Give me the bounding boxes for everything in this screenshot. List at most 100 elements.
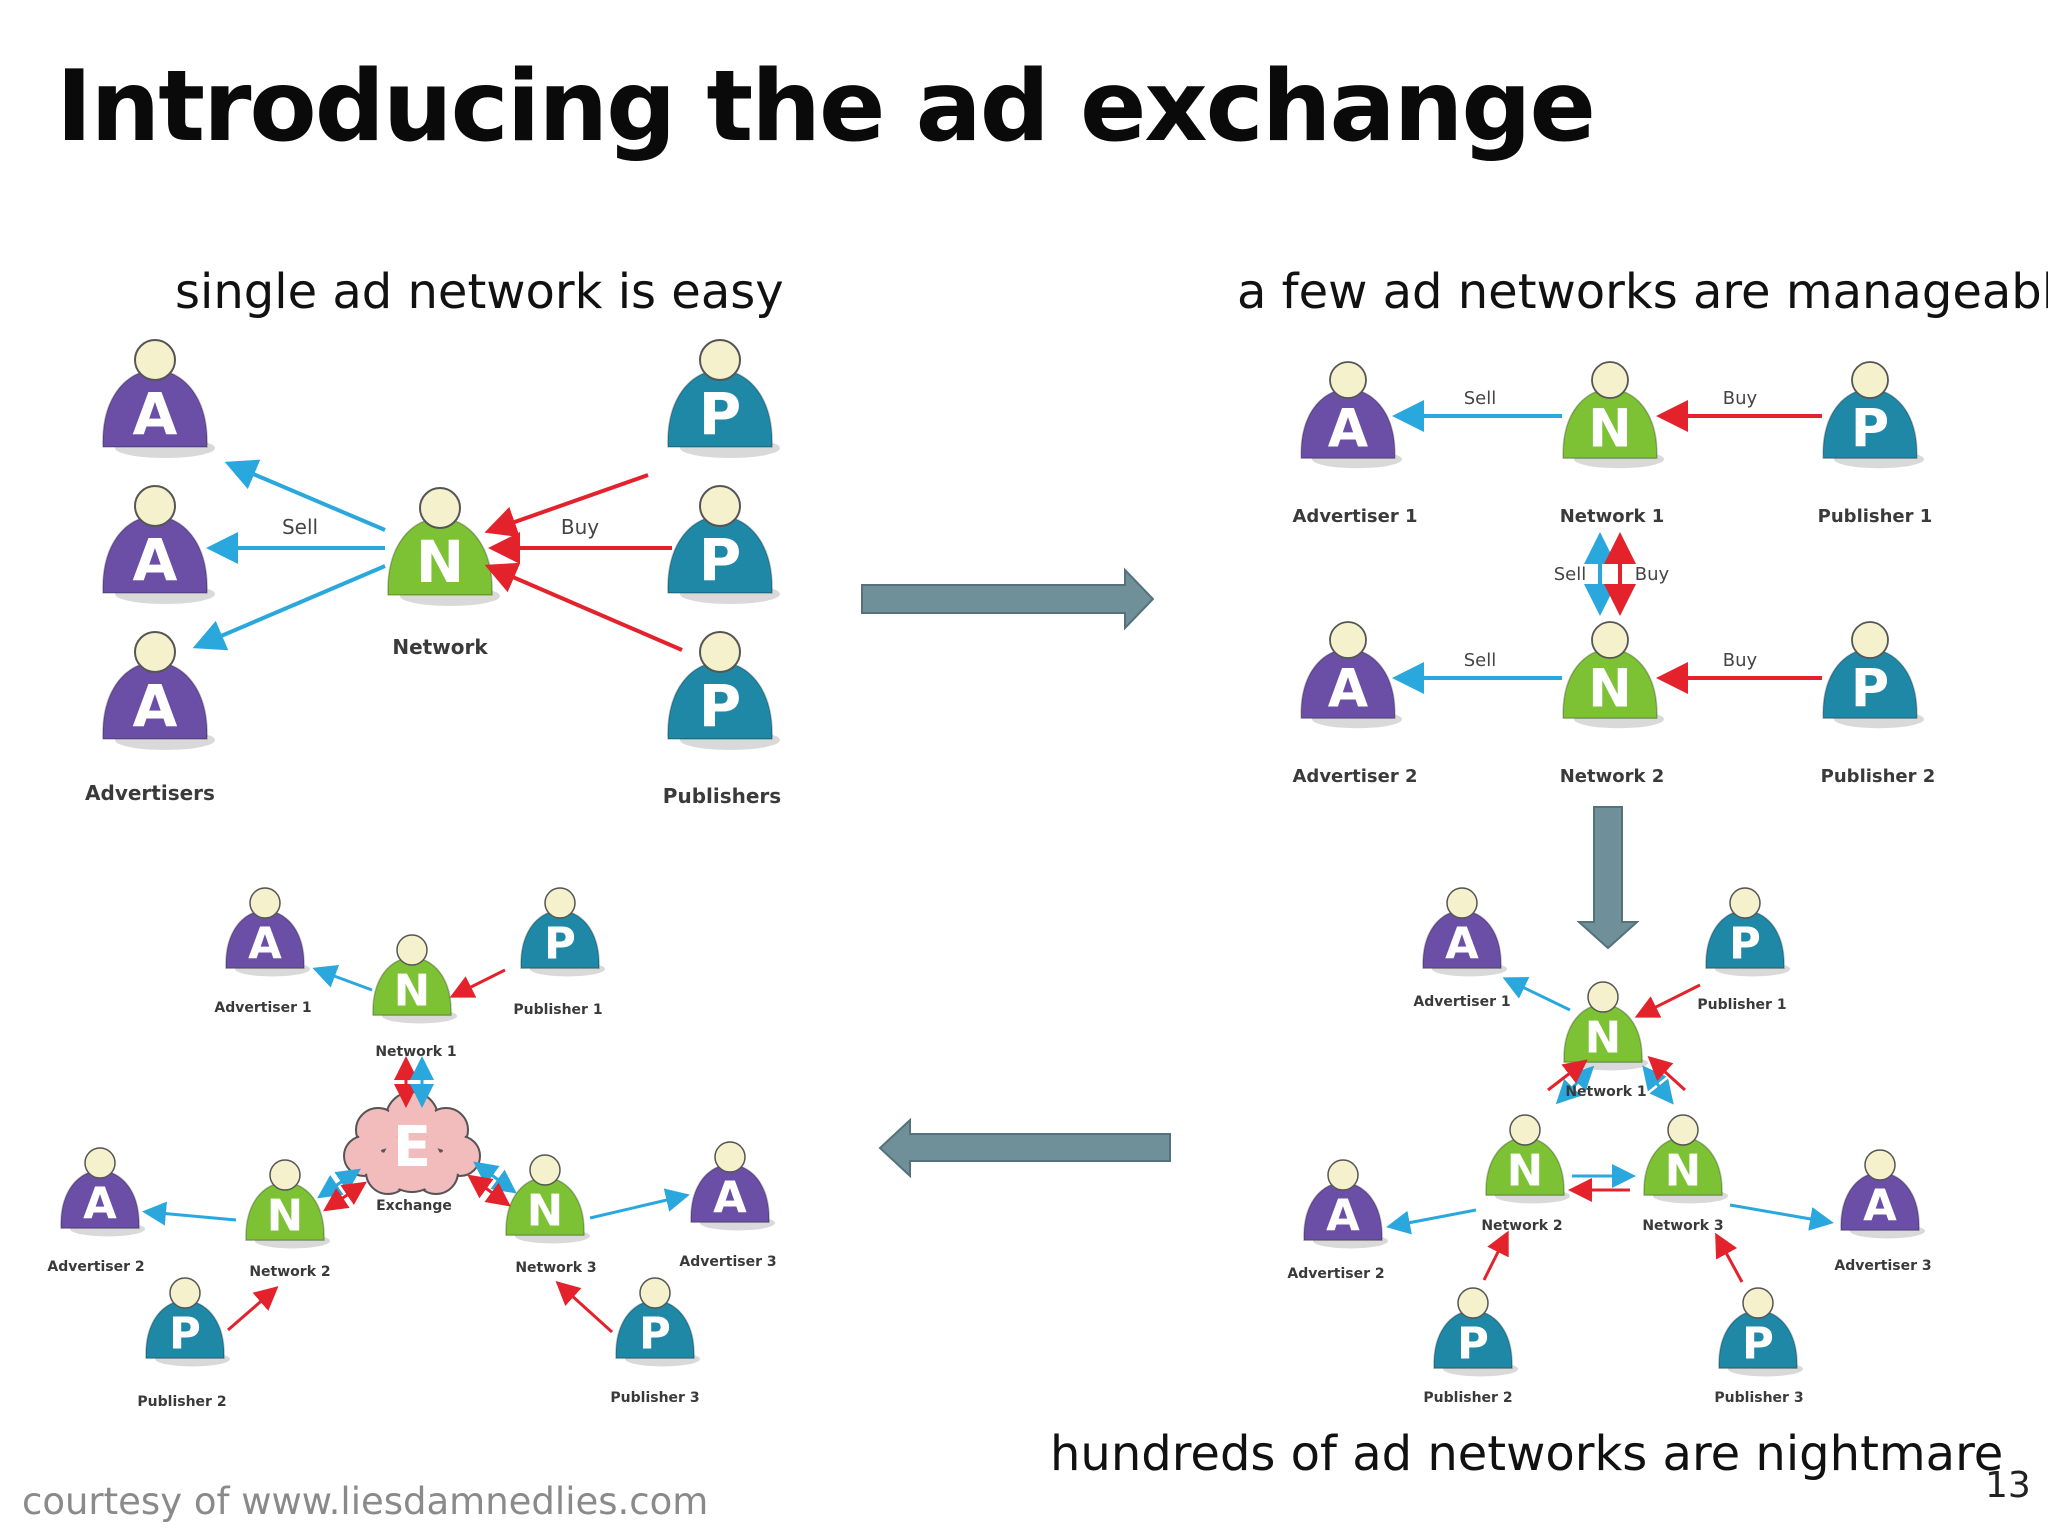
buy-arrow-3 xyxy=(484,562,683,652)
sell-label-2: Sell xyxy=(1464,650,1497,671)
network-2-label: Network 2 xyxy=(1481,1218,1562,1234)
network-2-label: Network 2 xyxy=(1560,766,1665,787)
publisher-figure-3: P xyxy=(667,631,780,750)
buy-arrow-p2-n2 xyxy=(227,1286,279,1332)
publisher-1-figure-letter: P xyxy=(1851,400,1889,460)
buy-arrow-n3-n1 xyxy=(1647,1055,1687,1092)
network-3-label: Network 3 xyxy=(515,1260,596,1276)
publisher-figure-2-letter: P xyxy=(699,526,742,594)
credit-text: courtesy of www.liesdamnedlies.com xyxy=(22,1480,709,1523)
flow-arrow-down xyxy=(1576,806,1640,950)
advertiser-2-figure: A xyxy=(1303,1159,1388,1249)
advertiser-2-figure-letter: A xyxy=(1326,1192,1360,1242)
publisher-1-figure: P xyxy=(1822,361,1924,469)
exchange-cloud-letter: E xyxy=(393,1115,431,1180)
buy-arrow-p2-n2 xyxy=(1482,1230,1509,1281)
network-1-label: Network 1 xyxy=(1565,1084,1646,1100)
sell-arrow-n3-a3 xyxy=(589,1188,690,1220)
publisher-2-figure: P xyxy=(1433,1287,1518,1377)
publisher-figure-3-letter: P xyxy=(699,672,742,740)
buy-arrow-p1-n1 xyxy=(449,968,506,998)
publisher-figure-1: P xyxy=(667,339,780,458)
network-3-figure-letter: N xyxy=(527,1187,563,1237)
sell-arrow-n1-a1 xyxy=(312,964,373,992)
network-1-figure-letter: N xyxy=(1585,1014,1621,1064)
publisher-2-label: Publisher 2 xyxy=(137,1394,226,1410)
advertiser-1-figure: A xyxy=(1422,887,1507,977)
buy-arrow-p1-n1 xyxy=(1634,983,1701,1018)
advertisers-label: Advertisers xyxy=(85,781,215,805)
publisher-1-figure-letter: P xyxy=(544,920,576,970)
caption-hundreds-networks: hundreds of ad networks are nightmare xyxy=(1050,1426,2004,1482)
advertiser-1-figure-letter: A xyxy=(1328,400,1369,460)
publisher-3-figure: P xyxy=(1718,1287,1803,1377)
sell-arrow-n2-a2 xyxy=(142,1201,237,1226)
buy-label-vertical: Buy xyxy=(1635,564,1670,585)
publisher-2-figure-letter: P xyxy=(1457,1320,1489,1370)
network-2-figure-letter: N xyxy=(267,1192,303,1242)
caption-few-networks: a few ad networks are manageable xyxy=(1237,264,2048,320)
sell-label-vertical: Sell xyxy=(1554,564,1587,585)
network-3-figure-letter: N xyxy=(1665,1147,1701,1197)
advertiser-1-figure: A xyxy=(225,887,310,977)
buy-label: Buy xyxy=(561,515,599,539)
advertiser-2-label: Advertiser 2 xyxy=(47,1259,144,1275)
exchange-cloud: E xyxy=(343,1091,481,1195)
advertiser-figure-1: A xyxy=(102,339,215,458)
network-3-figure: N xyxy=(1643,1114,1728,1204)
caption-single-network: single ad network is easy xyxy=(175,264,784,320)
network-2-label: Network 2 xyxy=(249,1264,330,1280)
publisher-1-figure: P xyxy=(520,887,605,977)
network-1-figure: N xyxy=(1563,981,1648,1071)
network-2-figure: N xyxy=(1562,621,1664,729)
buy-label-1: Buy xyxy=(1723,388,1758,409)
network-1-figure: N xyxy=(372,934,457,1024)
publisher-3-figure-letter: P xyxy=(639,1310,671,1360)
publisher-2-label: Publisher 2 xyxy=(1423,1390,1512,1406)
advertiser-1-label: Advertiser 1 xyxy=(214,1000,311,1016)
publisher-3-figure-letter: P xyxy=(1742,1320,1774,1370)
flow-arrow-right xyxy=(861,567,1155,631)
network-2-figure-letter: N xyxy=(1588,660,1632,720)
sell-arrow-3 xyxy=(192,564,386,651)
slide-title: Introducing the ad exchange xyxy=(56,50,1596,164)
publisher-1-figure: P xyxy=(1705,887,1790,977)
advertiser-3-figure-letter: A xyxy=(713,1174,747,1224)
advertiser-figure-1-letter: A xyxy=(133,380,178,448)
advertiser-2-figure-letter: A xyxy=(1328,660,1369,720)
buy-arrow-n2-n1 xyxy=(1547,1059,1588,1092)
flow-arrows xyxy=(861,567,1640,1179)
advertiser-2-figure: A xyxy=(1300,621,1402,729)
network-2-figure: N xyxy=(245,1159,330,1249)
network-1-figure-letter: N xyxy=(1588,400,1632,460)
advertiser-figure-3-letter: A xyxy=(133,672,178,740)
advertiser-2-label: Advertiser 2 xyxy=(1293,766,1418,787)
advertiser-3-figure-letter: A xyxy=(1863,1182,1897,1232)
publisher-2-figure-letter: P xyxy=(1851,660,1889,720)
publisher-1-label: Publisher 1 xyxy=(1697,997,1786,1013)
publisher-3-label: Publisher 3 xyxy=(610,1390,699,1406)
publisher-2-figure: P xyxy=(1822,621,1924,729)
publisher-figure-1-letter: P xyxy=(699,380,742,448)
publisher-2-label: Publisher 2 xyxy=(1821,766,1936,787)
publisher-2-figure-letter: P xyxy=(169,1310,201,1360)
network-figure: N xyxy=(387,487,500,606)
buy-label-2: Buy xyxy=(1723,650,1758,671)
buy-arrow-p3-n3 xyxy=(555,1280,614,1334)
advertiser-2-figure-letter: A xyxy=(83,1180,117,1230)
advertiser-figure-3: A xyxy=(102,631,215,750)
network-label: Network xyxy=(392,635,488,659)
publisher-3-figure: P xyxy=(615,1277,700,1367)
advertiser-2-label: Advertiser 2 xyxy=(1287,1266,1384,1282)
network-2-figure-letter: N xyxy=(1507,1147,1543,1197)
network-3-label: Network 3 xyxy=(1642,1218,1723,1234)
advertiser-1-figure: A xyxy=(1300,361,1402,469)
advertiser-3-figure: A xyxy=(690,1141,775,1231)
publisher-1-label: Publisher 1 xyxy=(1818,506,1933,527)
sell-arrow-n3-a3 xyxy=(1729,1203,1834,1231)
